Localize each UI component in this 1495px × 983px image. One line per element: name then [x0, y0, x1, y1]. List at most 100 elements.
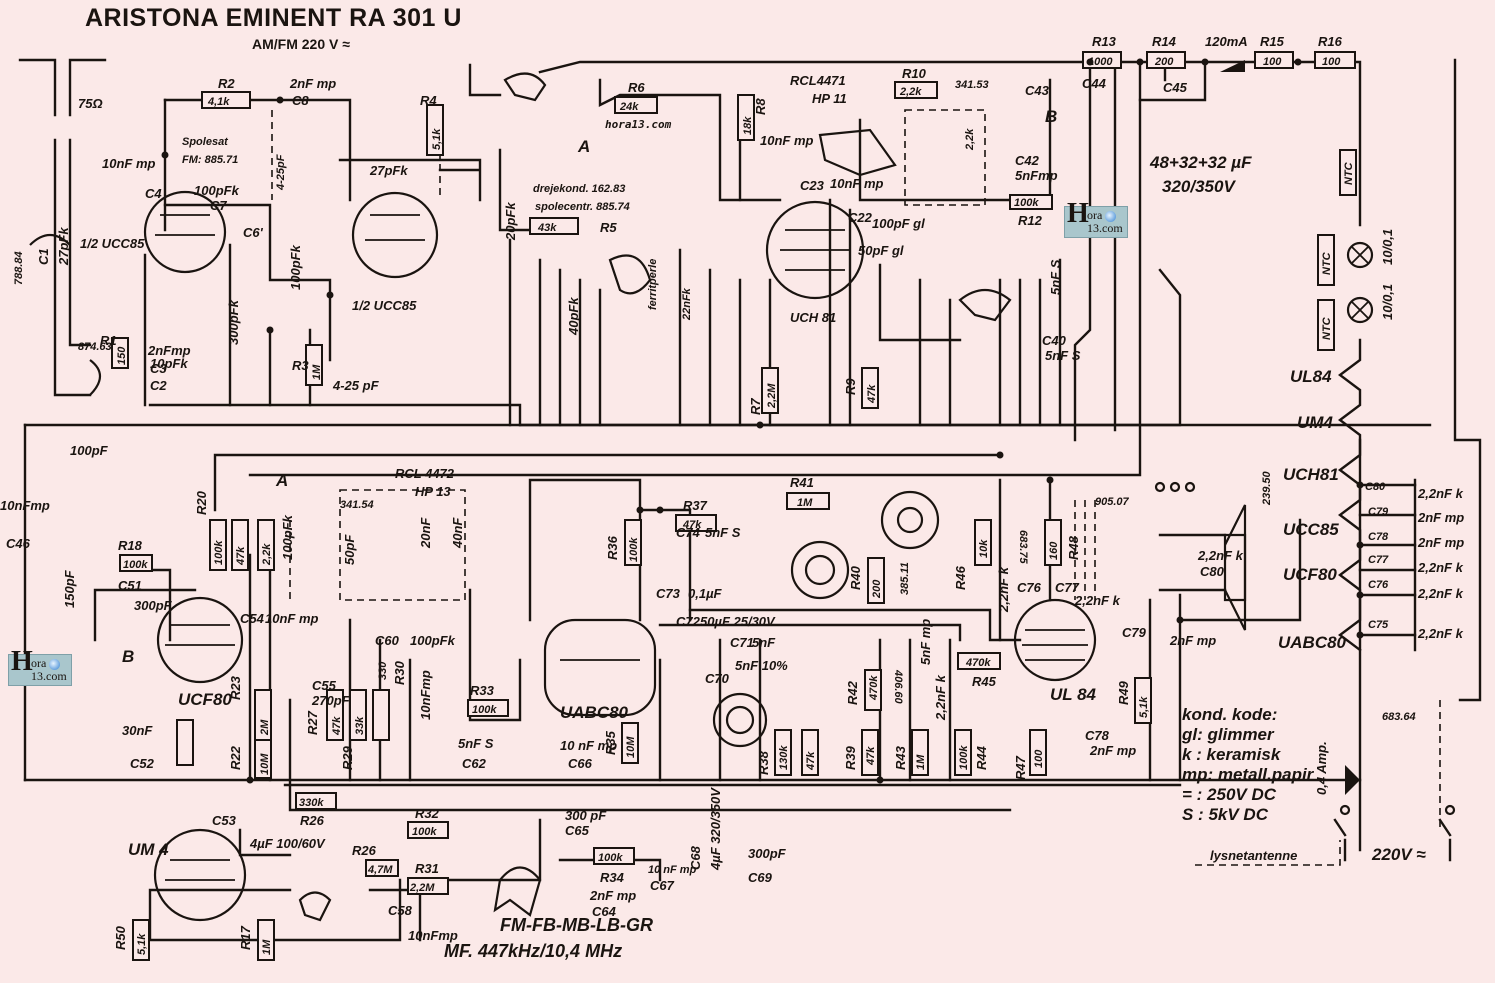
c60-ref: C66	[568, 756, 593, 771]
r40-ref: R39	[843, 745, 858, 770]
antenna-coil-1	[29, 233, 71, 246]
c33-ref: C40	[1042, 333, 1067, 348]
c70-value: 2,2nF k	[996, 566, 1011, 613]
r35-ref: R35	[603, 730, 618, 755]
heater-ref-c76: C76	[1368, 579, 1389, 591]
filter-voltage-label: 320/350V	[1162, 177, 1236, 196]
c73-ref: C79	[1122, 625, 1147, 640]
r6-ref: R6	[628, 80, 645, 95]
c65-ref: C71	[730, 635, 754, 650]
watermark-logo-left[interactable]: H ora 13.com	[8, 648, 72, 686]
r17-value: 5,1k	[136, 933, 148, 955]
r48-ref: R47	[1013, 755, 1028, 780]
pilot-lamp-2	[1346, 296, 1374, 324]
tube-uch81	[765, 200, 865, 300]
r42-ref: R40	[848, 565, 863, 590]
r16-ref: R16	[1318, 34, 1343, 49]
tube-ul84	[1013, 598, 1097, 682]
r1-ref: R1	[100, 333, 117, 348]
c4-value: 10nF mp	[102, 156, 156, 171]
if1-sub: HP 11	[812, 91, 847, 106]
c56-ref: C62	[462, 756, 487, 771]
heater-chain	[1338, 338, 1417, 652]
c1-value: 27pFk	[56, 227, 71, 266]
heater-ul84: UL84	[1290, 367, 1332, 386]
speaker-cone	[1224, 504, 1247, 631]
r13-ref: R13	[1092, 34, 1117, 49]
watermark-text-1: ora	[31, 656, 47, 670]
r2-value: 4,1k	[207, 96, 230, 108]
heater-ref-c79: C79	[1368, 506, 1389, 518]
coil-label-874: 874.63	[78, 341, 112, 353]
speaker-code: 239.50	[1261, 470, 1273, 506]
r45-value: 100k	[958, 745, 970, 770]
band-caption: FM-FB-MB-LB-GR MF. 447kHz/10,4 MHz	[444, 912, 653, 964]
band-switch-wafer	[712, 692, 768, 748]
heater-ref-c75: C75	[1368, 619, 1389, 631]
c35-ref: C42	[1015, 153, 1040, 168]
c71-value: 2,2nF k	[1074, 593, 1121, 608]
c59-value: 300 pF	[565, 808, 607, 823]
tube-label-uabc80: UABC80	[560, 703, 629, 722]
r26-ref: R26	[352, 843, 377, 858]
c14-value: 20pFk	[503, 202, 518, 241]
c3-value: 2nFmp	[147, 343, 191, 358]
heater-uabc80: UABC80	[1278, 633, 1347, 652]
r43-ref: R41	[790, 475, 814, 490]
misc-parts	[29, 60, 1456, 922]
heater-ref-c78: C78	[1368, 531, 1389, 543]
schematic-subtitle: AM/FM 220 V ≈	[252, 36, 350, 52]
tube-uabc80	[543, 618, 657, 717]
c73-value: 2nF mp	[1169, 633, 1216, 648]
pilot-lamp-1	[1346, 241, 1374, 269]
lamp-2-label: 10/0,1	[1380, 284, 1395, 320]
c7-ref: C7	[210, 198, 227, 213]
c48-value: 270pF	[311, 693, 351, 708]
r47-value: 10k	[978, 539, 990, 558]
c74-value: 2,2nF k	[1197, 548, 1244, 563]
r15-ref: R15	[1260, 34, 1285, 49]
c6-ref: C6'	[243, 225, 264, 240]
if1-name: RCL4471	[790, 73, 846, 88]
c67-ref: C73	[656, 586, 681, 601]
c71-ref: C77	[1055, 580, 1080, 595]
r40-value: 47k	[865, 746, 877, 766]
c43-ref: C51	[118, 578, 142, 593]
c68-ref: C74	[676, 525, 701, 540]
r38-ref: R38	[756, 750, 771, 775]
c38-ref: C45	[1163, 80, 1188, 95]
heater-cap-c80: 2,2nF k	[1417, 486, 1464, 501]
band-switch-lower	[493, 866, 542, 917]
c23-value: 10nF mp	[830, 176, 884, 191]
r31-value: 2,2M	[409, 882, 435, 894]
lamp-1-label: 10/0,1	[1380, 229, 1395, 265]
if1-code: 341.53	[955, 79, 989, 91]
r20-value: 100k	[213, 540, 225, 565]
watermark-logo-top[interactable]: H ora 13.com	[1064, 200, 1128, 238]
tubes	[143, 190, 1097, 922]
mains-antenna-label: lysnetantenne	[1210, 848, 1297, 863]
tone-code: 385.11	[899, 562, 911, 595]
c54-ref: C60	[375, 633, 400, 648]
heater-um4: UM4	[1297, 413, 1333, 432]
r33-ref: R33	[470, 683, 495, 698]
r14-value: 200	[1154, 56, 1174, 68]
fuse-120ma	[1220, 60, 1245, 72]
r8-value: 18k	[742, 116, 754, 135]
r18-ref: R18	[118, 538, 143, 553]
ntc-label-3: NTC	[1321, 316, 1333, 340]
globe-icon	[49, 658, 61, 670]
r5-value: 43k	[537, 222, 557, 234]
r12-value: 100k	[1014, 197, 1039, 209]
r42-value: 200	[871, 579, 883, 599]
r49-value: 160	[1048, 541, 1060, 560]
r21-ref: R17	[238, 925, 253, 950]
legend-line: k : keramisk	[1182, 745, 1281, 764]
schematic-title: ARISTONA EMINENT RA 301 U	[85, 4, 462, 32]
dreje-line1: drejekond. 162.83	[533, 183, 625, 195]
heater-ref-c77: C77	[1368, 554, 1389, 566]
r16-value: 100	[1322, 56, 1341, 68]
legend-line: = : 250V DC	[1182, 785, 1277, 804]
tube-label-ucc85-a: 1/2 UCC85	[80, 236, 145, 251]
